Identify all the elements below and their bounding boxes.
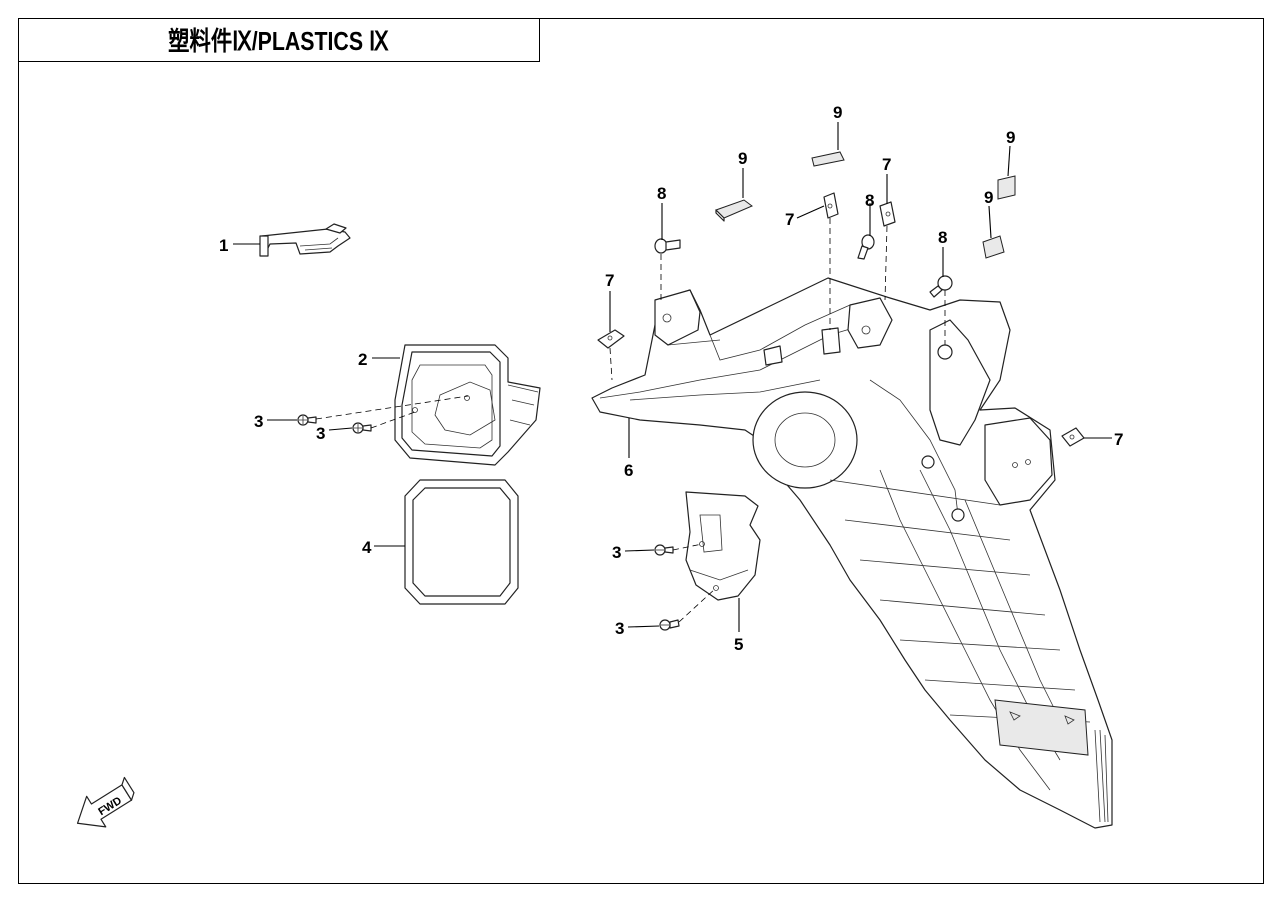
callout-9d: 9 (984, 188, 993, 207)
part-9-pad-c[interactable] (997, 175, 1016, 200)
callout-1: 1 (219, 236, 228, 255)
callout-3d: 3 (615, 619, 624, 638)
callout-7b: 7 (785, 210, 794, 229)
callout-9a: 9 (738, 149, 747, 168)
part-9-pad-b[interactable] (811, 151, 845, 167)
callout-6: 6 (624, 461, 633, 480)
callout-4: 4 (362, 538, 372, 557)
part-2-housing[interactable] (394, 344, 541, 466)
callout-9c: 9 (1006, 128, 1015, 147)
assembly-lines (609, 218, 946, 381)
part-5-cover[interactable] (685, 491, 761, 601)
callout-8b: 8 (865, 191, 874, 210)
part-3-screw-c[interactable] (654, 544, 674, 556)
part-3-screw-b[interactable] (352, 422, 372, 434)
callout-3b: 3 (316, 424, 325, 443)
part-3-screw-d[interactable] (659, 619, 680, 631)
callout-8c: 8 (938, 228, 947, 247)
callout-7a: 7 (605, 271, 614, 290)
part-7-clip-d[interactable] (1061, 427, 1085, 447)
part-1-bracket[interactable] (259, 223, 351, 257)
part-9-pad-d[interactable] (982, 235, 1005, 259)
part-8-bolt-c[interactable] (929, 275, 953, 298)
part-9-pad-a[interactable] (715, 199, 753, 222)
part-3-screw-a[interactable] (297, 414, 317, 426)
callout-8a: 8 (657, 184, 666, 203)
assembly-line (672, 543, 717, 623)
callout-5: 5 (734, 635, 743, 654)
leader-lines (233, 122, 1112, 632)
part-7-clip-b[interactable] (823, 192, 839, 219)
drawing-frame (18, 18, 1264, 884)
title-block: 塑料件Ⅸ/PLASTICS Ⅸ (18, 18, 540, 62)
part-7-clip-a[interactable] (597, 329, 625, 349)
part-6-rear-fender[interactable] (591, 277, 1113, 829)
part-8-bolt-a[interactable] (654, 238, 681, 254)
callout-2: 2 (358, 350, 367, 369)
part-7-clip-c[interactable] (879, 201, 896, 227)
fwd-arrow-icon: FWD (76, 776, 135, 828)
callout-labels: 1 2 3 3 4 3 3 5 6 7 7 7 7 8 8 8 9 9 9 9 (219, 103, 1123, 654)
callout-7d: 7 (1114, 430, 1123, 449)
callout-9b: 9 (833, 103, 842, 122)
part-4-gasket[interactable] (404, 479, 519, 605)
page-title: 塑料件Ⅸ/PLASTICS Ⅸ (168, 26, 389, 56)
callout-7c: 7 (882, 155, 891, 174)
part-8-bolt-b[interactable] (857, 234, 875, 260)
assembly-line (315, 395, 469, 429)
callout-3c: 3 (612, 543, 621, 562)
callout-3a: 3 (254, 412, 263, 431)
